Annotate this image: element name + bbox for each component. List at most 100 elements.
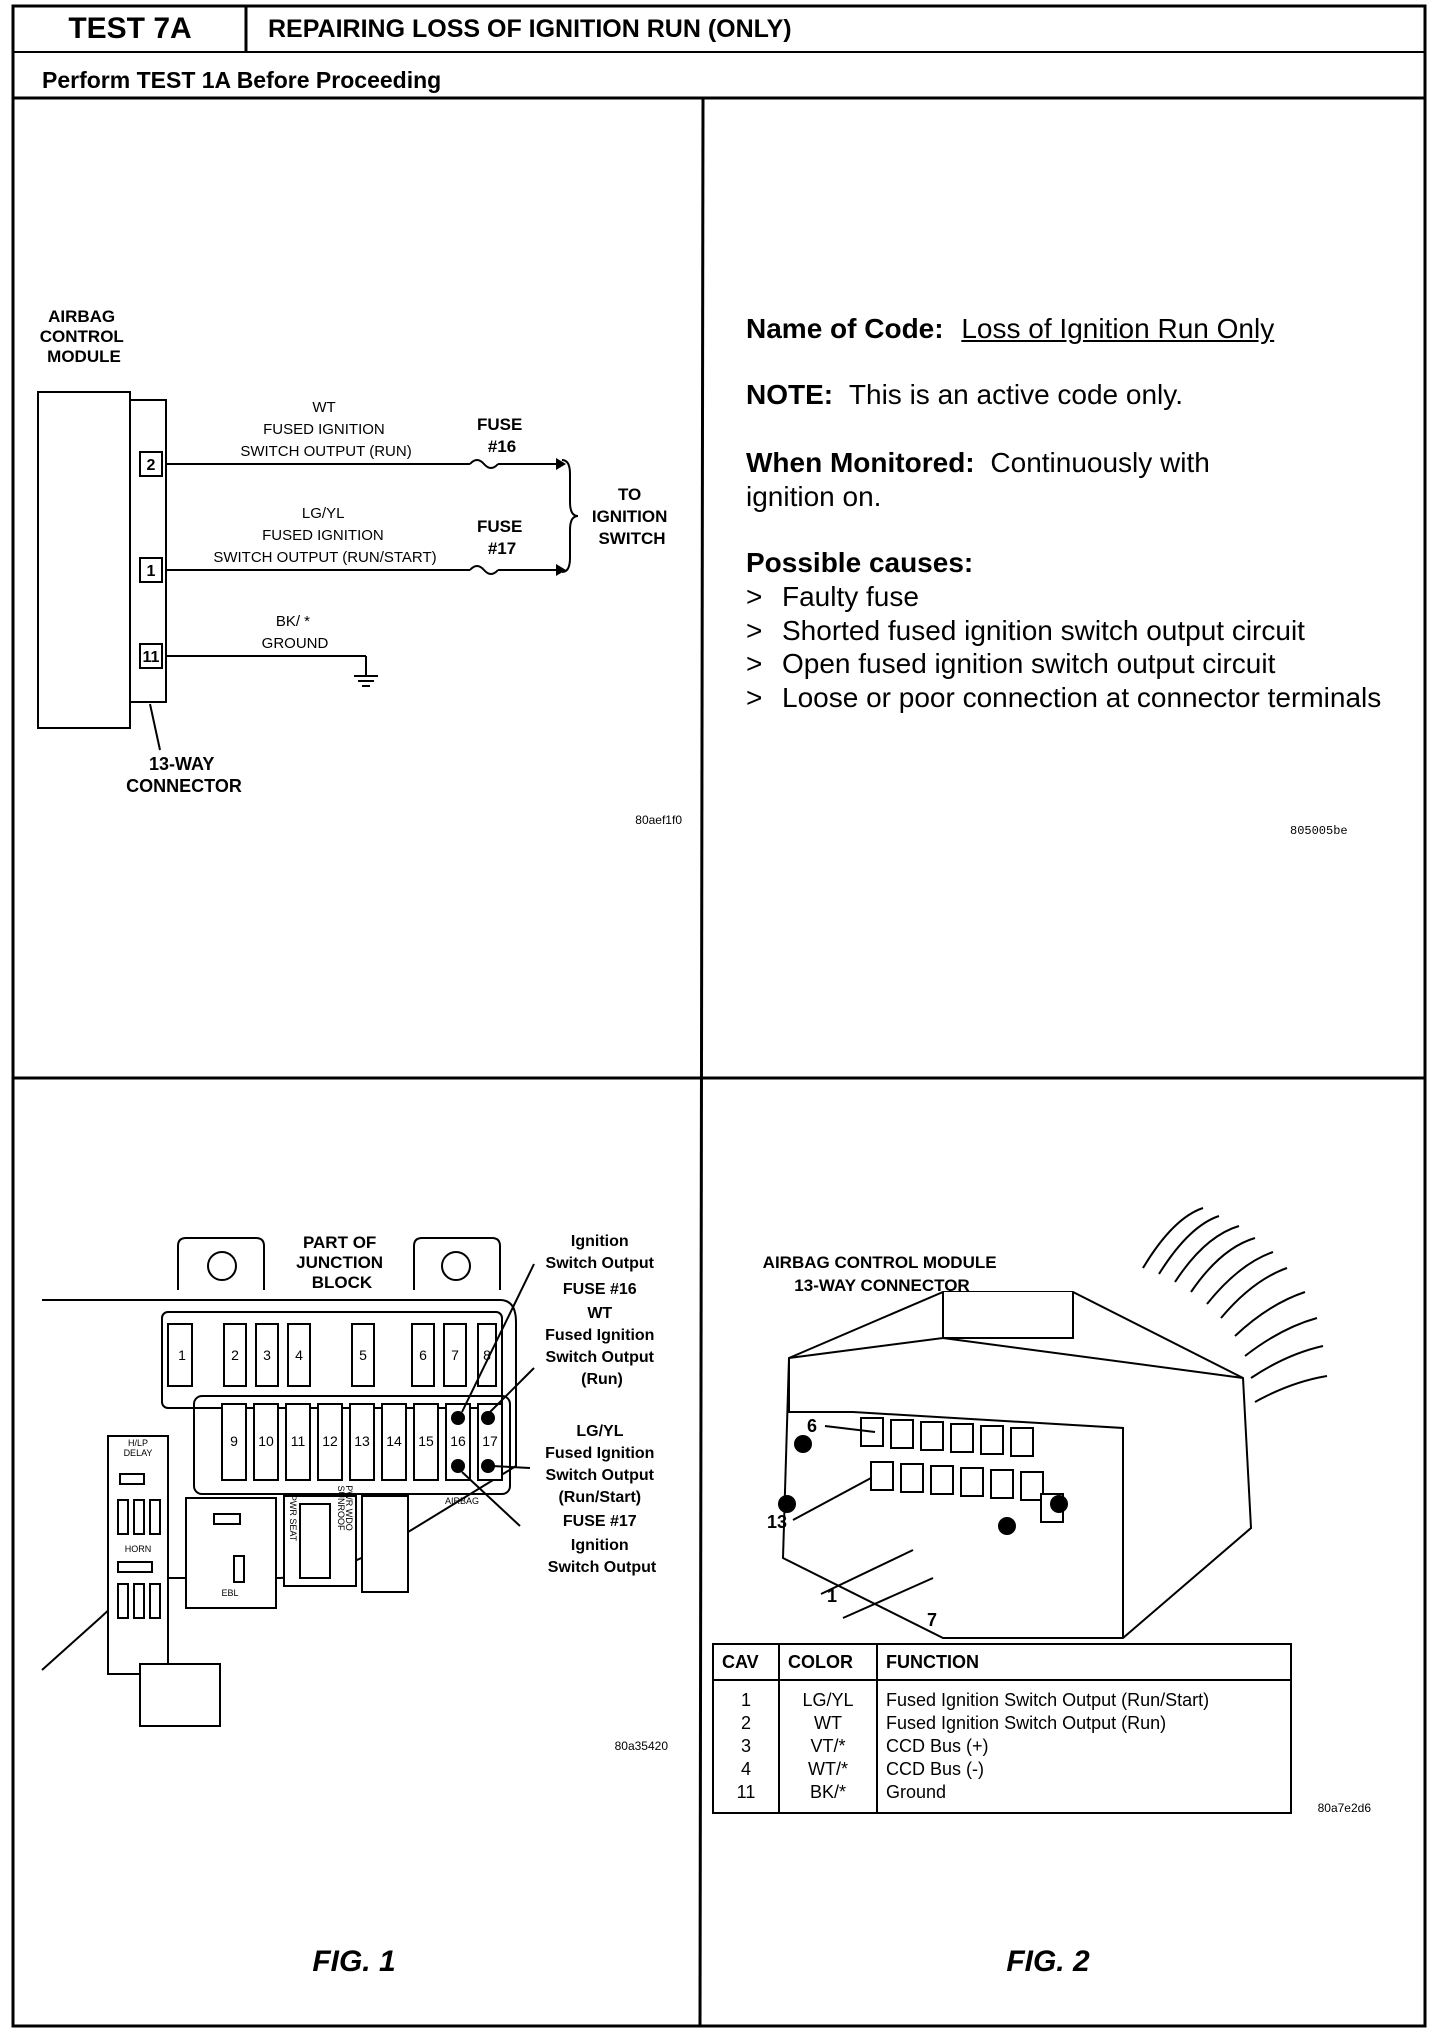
cause-item: Loose or poor connection at connector te… xyxy=(746,681,1386,715)
svg-text:7: 7 xyxy=(451,1347,459,1363)
svg-text:16: 16 xyxy=(450,1433,466,1449)
monitored-value-2: ignition on. xyxy=(746,481,882,512)
monitored-line: When Monitored: Continuously with xyxy=(746,446,1210,480)
pinout-header-row: CAV COLOR FUNCTION xyxy=(712,1643,1292,1681)
table-row: 1 LG/YL Fused Ignition Switch Output (Ru… xyxy=(713,1680,1291,1712)
svg-text:10: 10 xyxy=(258,1433,274,1449)
cavity-callout-7: 7 xyxy=(927,1610,937,1630)
possible-causes-label: Possible causes: xyxy=(746,547,974,578)
fuse-test-points xyxy=(451,1411,495,1473)
possible-causes-list: Faulty fuse Shorted fused ignition switc… xyxy=(746,580,1386,714)
svg-text:11: 11 xyxy=(291,1433,306,1449)
col-function: FUNCTION xyxy=(876,1643,1292,1681)
svg-text:PWR SEAT: PWR SEAT xyxy=(288,1495,298,1542)
test-title: REPAIRING LOSS OF IGNITION RUN (ONLY) xyxy=(268,15,792,43)
note-label: NOTE: xyxy=(746,379,834,410)
cause-item: Shorted fused ignition switch output cir… xyxy=(746,614,1386,648)
cavity-callout-1: 1 xyxy=(827,1586,837,1606)
fig1-code: 80a35420 xyxy=(615,1739,669,1753)
cavity-callout-6: 6 xyxy=(807,1416,817,1436)
wire-ground-label: BK/ * GROUND xyxy=(262,613,329,652)
wire-run-label: WT FUSED IGNITION SWITCH OUTPUT (RUN) xyxy=(240,399,411,460)
connector-body xyxy=(781,1291,1253,1639)
note-value: This is an active code only. xyxy=(848,379,1183,410)
top-fuse-row xyxy=(167,1323,497,1387)
fig2-connector: AIRBAG CONTROL MODULE 13-WAY CONNECTOR xyxy=(763,1207,1372,1978)
col-color: COLOR xyxy=(778,1643,878,1681)
svg-text:17: 17 xyxy=(482,1433,498,1449)
ignition-brace xyxy=(561,459,579,573)
info-code: 805005be xyxy=(1290,824,1348,838)
bottom-fuse-numbers: 9 10 11 12 13 14 15 16 17 xyxy=(230,1433,498,1449)
code-name-label: Name of Code: xyxy=(746,313,944,344)
fuse-row-bottom-frame xyxy=(193,1395,511,1495)
fuse-17-callout: LG/YL Fused Ignition Switch Output (Run/… xyxy=(545,1423,659,1576)
pin-2-label: 2 xyxy=(147,457,156,474)
fuse-17-label: FUSE #17 xyxy=(477,517,527,558)
svg-text:5: 5 xyxy=(359,1347,367,1363)
fig2-code: 80a7e2d6 xyxy=(1318,1801,1372,1815)
svg-text:6: 6 xyxy=(419,1347,427,1363)
svg-text:AIRBAG: AIRBAG xyxy=(445,1496,479,1506)
fig1-junction-block: 1 2 3 4 5 6 7 8 9 10 11 12 13 14 15 16 1… xyxy=(41,1233,669,1978)
wiring-schematic: 2 1 11 AIRBAG CONTROL MODULE WT FUSED IG… xyxy=(37,307,682,827)
code-name-value: Loss of Ignition Run Only xyxy=(961,313,1275,344)
table-row: 2 WT Fused Ignition Switch Output (Run) xyxy=(713,1712,1291,1735)
svg-text:SUNROOF: SUNROOF xyxy=(336,1486,346,1532)
pin-11-label: 11 xyxy=(143,649,160,666)
airbag-module-box xyxy=(37,391,131,729)
fuse-16-label: FUSE #16 xyxy=(477,415,527,456)
table-row: 3 VT/* CCD Bus (+) xyxy=(713,1735,1291,1758)
fig1-caption: FIG. 1 xyxy=(312,1945,395,1978)
connector-wires xyxy=(1142,1207,1328,1403)
cause-item: Faulty fuse xyxy=(746,580,1386,614)
cause-item: Open fused ignition switch output circui… xyxy=(746,647,1386,681)
svg-text:3: 3 xyxy=(263,1347,271,1363)
code-name-line: Name of Code: Loss of Ignition Run Only xyxy=(746,312,1274,346)
svg-text:14: 14 xyxy=(386,1433,402,1449)
svg-text:1: 1 xyxy=(178,1347,186,1363)
wire-run-start-label: LG/YL FUSED IGNITION SWITCH OUTPUT (RUN/… xyxy=(213,505,436,566)
left-mount-hole xyxy=(207,1251,237,1281)
connector-highlighted-pins xyxy=(778,1435,1068,1535)
svg-text:4: 4 xyxy=(295,1347,303,1363)
fuse-16-symbol xyxy=(469,459,499,469)
test-prerequisite: Perform TEST 1A Before Proceeding xyxy=(42,67,442,93)
module-label: AIRBAG CONTROL MODULE xyxy=(40,307,128,366)
test-id: TEST 7A xyxy=(68,12,192,45)
svg-text:PWR WDO: PWR WDO xyxy=(344,1485,354,1531)
svg-text:8: 8 xyxy=(483,1347,491,1363)
note-line: NOTE: This is an active code only. xyxy=(746,378,1183,412)
relay-area xyxy=(107,1435,409,1727)
col-cav: CAV xyxy=(712,1643,780,1681)
right-mount-hole xyxy=(441,1251,471,1281)
svg-text:13: 13 xyxy=(354,1433,370,1449)
monitored-value-1: Continuously with xyxy=(990,447,1210,478)
schematic-code: 80aef1f0 xyxy=(635,813,682,827)
pinout-table: CAV COLOR FUNCTION 1 LG/YL Fused Ignitio… xyxy=(712,1643,1292,1814)
connector-label: 13-WAY CONNECTOR xyxy=(126,754,242,796)
relay-labels: H/LP DELAY HORN EBL AIRBAG PWR SEAT PWR … xyxy=(124,1438,479,1598)
svg-text:H/LP: H/LP xyxy=(128,1438,148,1448)
table-row: 11 BK/* Ground xyxy=(713,1781,1291,1813)
svg-text:15: 15 xyxy=(418,1433,434,1449)
pin-1-label: 1 xyxy=(147,563,156,580)
bottom-fuse-row xyxy=(221,1403,503,1481)
fuse-16-callout: Ignition Switch Output FUSE #16 WT Fused… xyxy=(545,1233,659,1388)
svg-text:2: 2 xyxy=(231,1347,239,1363)
connector-title: AIRBAG CONTROL MODULE 13-WAY CONNECTOR xyxy=(763,1253,1002,1295)
fig2-caption: FIG. 2 xyxy=(1006,1945,1090,1978)
svg-text:EBL: EBL xyxy=(221,1588,238,1598)
monitored-label: When Monitored: xyxy=(746,447,975,478)
svg-text:9: 9 xyxy=(230,1433,238,1449)
svg-text:12: 12 xyxy=(322,1433,338,1449)
junction-block-label: PART OF JUNCTION BLOCK xyxy=(296,1233,388,1292)
svg-text:DELAY: DELAY xyxy=(124,1448,153,1458)
table-row: 4 WT/* CCD Bus (-) xyxy=(713,1758,1291,1781)
destination-label: TO IGNITION SWITCH xyxy=(592,485,672,548)
top-fuse-numbers: 1 2 3 4 5 6 7 8 xyxy=(178,1347,491,1363)
fuse-17-symbol xyxy=(469,565,499,575)
cavity-callout-13: 13 xyxy=(767,1512,787,1532)
